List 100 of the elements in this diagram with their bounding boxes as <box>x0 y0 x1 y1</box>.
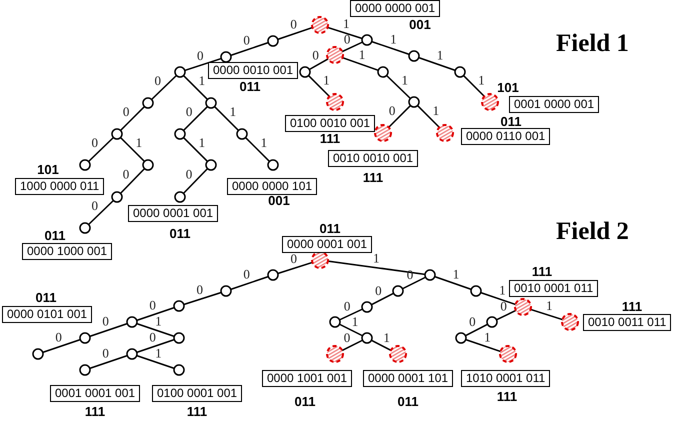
tree-branch <box>136 306 174 322</box>
node-circle <box>111 128 123 140</box>
node-circle <box>408 96 420 108</box>
tree-branch <box>342 41 363 52</box>
edge-label: 0 <box>243 266 250 282</box>
code-box: 0000 0001 101 <box>363 370 454 387</box>
code-label: 011 <box>170 227 190 241</box>
code-box: 1000 0000 011 <box>15 178 104 195</box>
highlighted-node-circle <box>389 345 407 363</box>
node-circle <box>361 332 373 344</box>
node-circle <box>142 97 154 109</box>
highlighted-node-circle <box>374 124 392 142</box>
edge-label: 1 <box>402 72 408 88</box>
code-label: 001 <box>268 194 290 208</box>
highlighted-node-circle <box>561 313 579 331</box>
tree-branch <box>372 40 410 56</box>
edge-label: 1 <box>136 135 142 150</box>
edge-label: 1 <box>358 47 366 62</box>
highlighted-node-circle <box>326 46 344 64</box>
tree-branch <box>88 200 114 226</box>
tree-branch <box>530 308 563 320</box>
node-circle <box>220 285 232 297</box>
node-circle <box>455 332 467 344</box>
edge-label: 1 <box>155 345 162 360</box>
edge-label: 0 <box>196 48 204 63</box>
edge-label: 0 <box>92 135 98 150</box>
node-circle <box>392 285 404 297</box>
node-circle <box>79 364 91 376</box>
code-box: 0000 1000 001 <box>22 243 112 260</box>
tree-branch <box>88 136 114 162</box>
tree-branch <box>388 105 411 128</box>
edge-label: 1 <box>323 72 330 88</box>
node-circle <box>267 159 279 171</box>
highlighted-node-circle <box>311 251 329 269</box>
edge-label: 1 <box>198 73 206 88</box>
code-label: 011 <box>500 115 522 129</box>
code-label: 111 <box>186 405 208 419</box>
node-circle <box>174 66 186 78</box>
code-box: 0000 0001 001 <box>282 236 372 253</box>
tree-branch <box>417 105 440 128</box>
node-circle <box>486 316 498 328</box>
tree-branch <box>308 58 328 70</box>
tree-branch <box>496 310 516 320</box>
edge-label: 1 <box>383 330 390 345</box>
tree-branch <box>371 340 392 351</box>
tree-branch <box>214 106 239 131</box>
code-label: 011 <box>398 395 418 409</box>
node-circle <box>267 269 279 281</box>
edge-label: 1 <box>436 48 444 62</box>
edge-label: 0 <box>469 314 476 329</box>
tree-branch <box>120 168 146 194</box>
highlighted-node-circle <box>499 345 517 363</box>
code-box: 0001 0001 001 <box>50 385 140 402</box>
tree-branch <box>371 292 394 306</box>
node-circle <box>205 97 217 109</box>
tree-branch <box>90 322 128 338</box>
code-box: 0000 0101 001 <box>2 306 92 323</box>
node-circle <box>79 159 91 171</box>
node-circle <box>454 66 466 78</box>
tree-branch <box>466 338 501 352</box>
tree-branch <box>230 276 268 290</box>
code-box: 0100 0001 001 <box>152 385 242 402</box>
node-circle <box>470 285 482 297</box>
edge-label: 1 <box>230 104 236 120</box>
tree-branch <box>327 26 362 40</box>
code-label: 011 <box>294 395 316 409</box>
edge-label: 0 <box>55 329 62 344</box>
node-circle <box>79 222 91 234</box>
tree-branch <box>184 58 222 72</box>
highlighted-node-circle <box>311 16 329 34</box>
node-circle <box>174 128 186 140</box>
code-label: 101 <box>37 163 59 177</box>
edge-label: 0 <box>92 198 98 214</box>
tree-branch <box>136 322 174 338</box>
highlighted-node-circle <box>326 345 344 363</box>
code-label: 011 <box>320 222 340 236</box>
tree-branch <box>136 354 174 370</box>
edge-label: 0 <box>102 345 109 360</box>
tree-branch <box>386 74 411 100</box>
edge-label: 0 <box>149 329 156 344</box>
tree-branch <box>480 292 516 306</box>
tree-branch <box>120 137 145 162</box>
code-box: 0100 0010 001 <box>285 115 376 132</box>
tree-branch <box>230 42 268 56</box>
node-circle <box>361 301 373 313</box>
edge-label: 0 <box>149 297 156 312</box>
code-box: 0000 0000 001 <box>350 0 440 17</box>
node-circle <box>79 332 91 344</box>
edge-label: 1 <box>372 250 380 266</box>
edge-label: 0 <box>243 32 250 48</box>
edge-label: 1 <box>452 266 460 282</box>
edge-label: 0 <box>196 282 204 297</box>
node-circle <box>173 300 185 312</box>
tree-branch <box>342 340 363 352</box>
edge-label: 0 <box>388 103 396 118</box>
edge-label: 0 <box>102 313 109 328</box>
code-label: 001 <box>409 18 431 32</box>
tree-branch <box>339 324 363 336</box>
code-label: 111 <box>84 405 106 419</box>
tree-branch <box>278 26 313 40</box>
